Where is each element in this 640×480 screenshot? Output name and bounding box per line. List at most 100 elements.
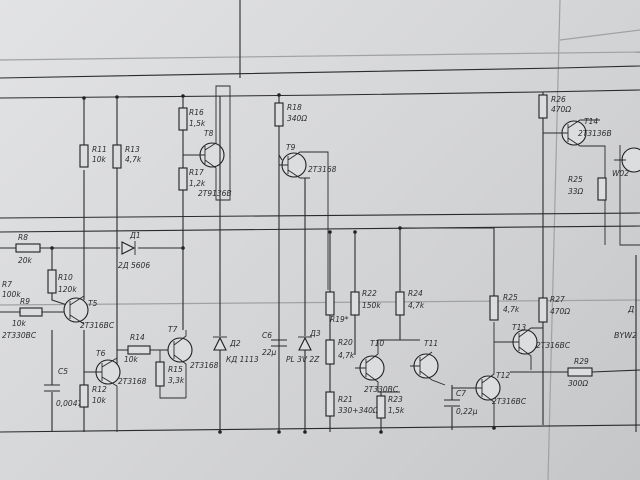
label-t7: T7 (168, 325, 178, 334)
resistor-r12 (79, 384, 89, 408)
value-r25-right: 33Ω (568, 187, 584, 196)
value-r12: 10k (92, 396, 107, 405)
resistor-r9 (19, 307, 43, 317)
label-r11: R11 (92, 145, 107, 154)
diode-d2 (213, 336, 227, 351)
resistor-r11 (79, 144, 89, 168)
label-r10: R10 (58, 273, 73, 282)
resistor-r21 (325, 391, 335, 417)
value-r20: 4,7k (338, 351, 355, 360)
supply-rail (0, 89, 640, 99)
resistor-r27 (538, 297, 548, 323)
diode-d1 (121, 241, 136, 255)
resistor-r16 (178, 107, 188, 131)
value-r8: 20k (18, 256, 33, 265)
label-t11: T11 (424, 339, 438, 348)
value-c6: 22μ (262, 348, 277, 357)
label-c5: C5 (58, 367, 68, 376)
label-r18: R18 (287, 103, 302, 112)
label-r20: R20 (338, 338, 353, 347)
value-r22: 150k (362, 301, 381, 310)
value-r27: 470Ω (550, 307, 570, 316)
value-r26: 470Ω (551, 105, 571, 114)
type-t7: 2T3168 (190, 361, 219, 370)
value-r21: 330+340Ω (338, 406, 379, 415)
type-t14: 2T3136B (578, 129, 612, 138)
label-d2: Д2 (229, 339, 241, 348)
capacitor-c5 (44, 384, 60, 392)
label-r25: R25 (503, 293, 518, 302)
label-d1: Д1 (129, 231, 141, 240)
resistor-r15 (155, 361, 165, 387)
value-r17: 1,2k (189, 179, 206, 188)
value-r29: 300Ω (568, 379, 588, 388)
label-r24: R24 (408, 289, 423, 298)
transistor-t7 (167, 337, 193, 363)
value-r25: 4,7k (503, 305, 520, 314)
resistor-r14 (127, 345, 151, 355)
label-t8: T8 (204, 129, 214, 138)
value-c5: 0,0047 (56, 399, 82, 408)
label-t14: T14 (584, 117, 598, 126)
label-r13: R13 (125, 145, 140, 154)
label-t10: T10 (370, 339, 384, 348)
resistor-r25 (489, 295, 499, 321)
label-t12: T12 (496, 371, 510, 380)
resistor-r24 (395, 291, 405, 316)
resistor-r29 (567, 367, 593, 377)
label-t13: T13 (512, 323, 526, 332)
type-t9: 2T3168 (308, 165, 337, 174)
type-d2: КД 1113 (226, 355, 259, 364)
label-r21: R21 (338, 395, 353, 404)
label-r27: R27 (550, 295, 565, 304)
resistor-r23 (376, 395, 386, 419)
resistor-r18 (274, 102, 284, 127)
label-r8: R8 (18, 233, 28, 242)
paper-crease (0, 51, 640, 61)
label-r14: R14 (130, 333, 145, 342)
resistor-r17 (178, 167, 188, 191)
value-r18: 340Ω (287, 114, 307, 123)
value-r9: 10k (12, 319, 27, 328)
mid-bus-2 (0, 225, 640, 233)
label-r22: R22 (362, 289, 377, 298)
label-r7: R7 (2, 280, 12, 289)
type-t6: 2T3168 (118, 377, 147, 386)
label-r29: R29 (574, 357, 589, 366)
label-c7: C7 (456, 389, 466, 398)
ground-rail (0, 424, 640, 433)
type-2t330bc-left: 2T330BC (2, 331, 37, 340)
paper-crease (547, 0, 561, 480)
label-t9: T9 (286, 143, 296, 152)
value-r23: 1,5k (388, 406, 405, 415)
value-r16: 1,5k (189, 119, 206, 128)
label-r17: R17 (189, 168, 204, 177)
label-r15: R15 (168, 365, 183, 374)
value-r13: 4,7k (125, 155, 142, 164)
label-r26: R26 (551, 95, 566, 104)
capacitor-c6 (271, 339, 287, 347)
resistor-r22 (350, 291, 360, 316)
value-c7: 0,22μ (456, 407, 478, 416)
label-r9: R9 (20, 297, 30, 306)
paper-crease (0, 299, 640, 306)
value-r10: 120k (58, 285, 77, 294)
value-r24: 4,7k (408, 301, 425, 310)
resistor-r8 (15, 243, 41, 253)
type-d3: PL 3V 2Z (286, 355, 320, 364)
value-r11: 10k (92, 155, 107, 164)
label-byw: BYW2 (614, 331, 637, 340)
diode-d3 (298, 336, 312, 351)
resistor-r25-right (597, 177, 607, 201)
type-t12: 2T316BC (492, 397, 527, 406)
label-d-edge: Д (627, 305, 634, 314)
label-r16: R16 (189, 108, 204, 117)
label-t6: T6 (96, 349, 106, 358)
resistor-r20 (325, 339, 335, 365)
type-d1: 2Д 5606 (118, 261, 150, 270)
type-t8: 2T9136B (198, 189, 232, 198)
value-r7: 100k (2, 290, 21, 299)
type-t13: 2T316BC (536, 341, 571, 350)
